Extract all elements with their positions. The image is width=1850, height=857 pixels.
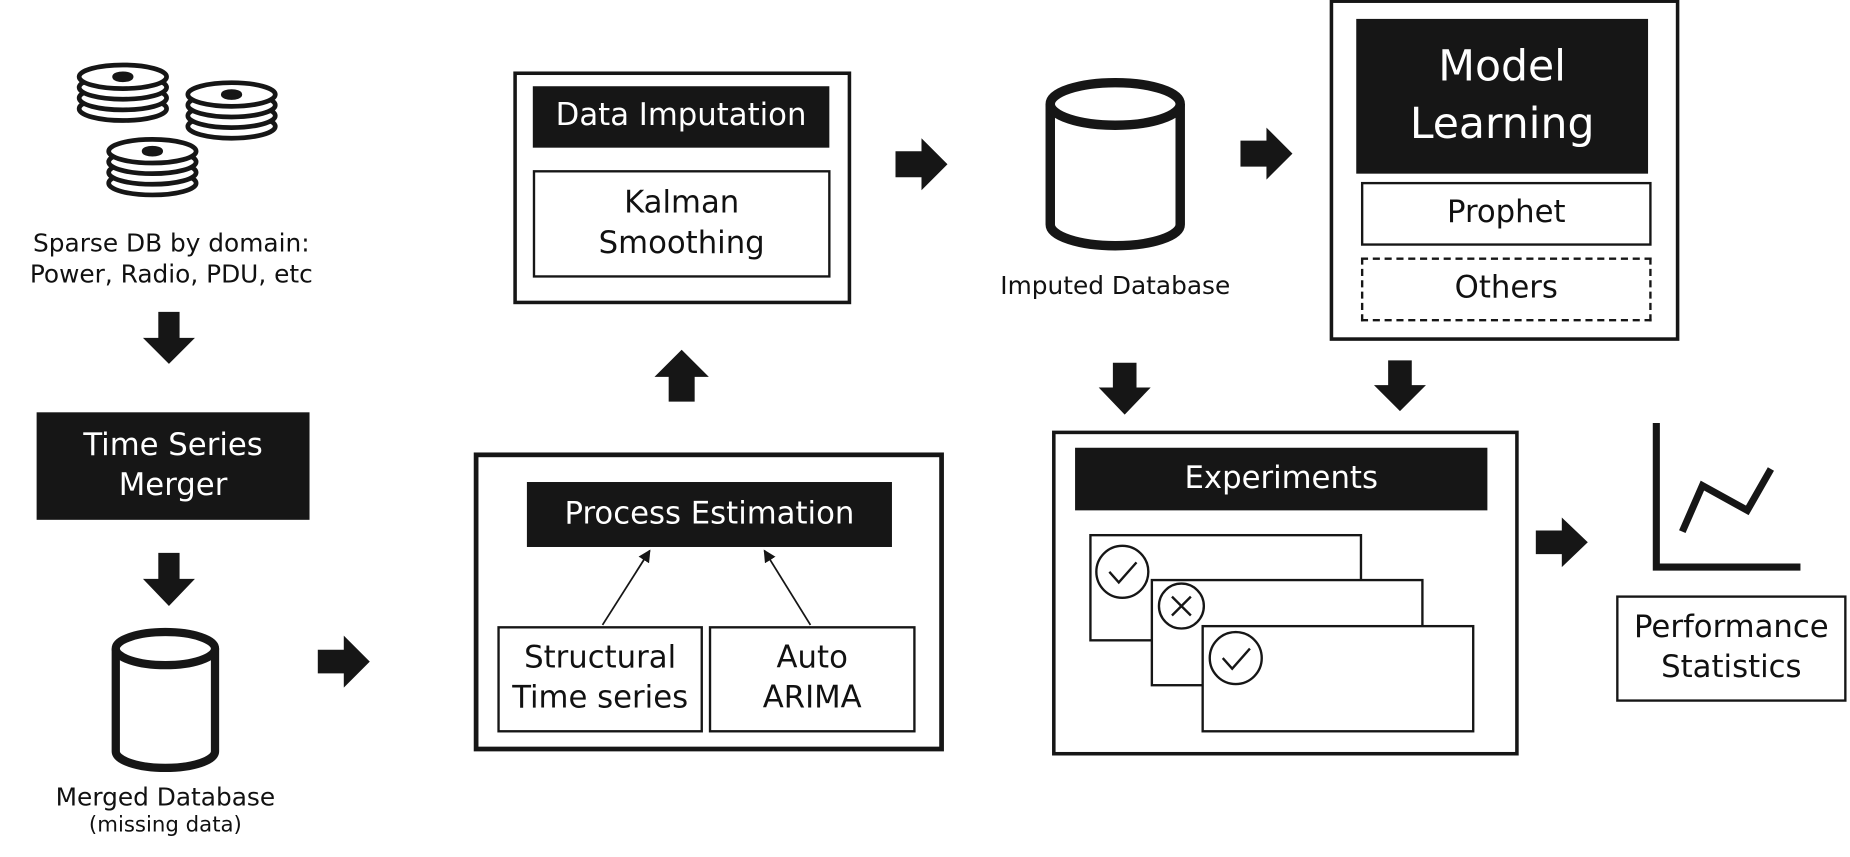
time-series-merger: Time Series Merger bbox=[36, 412, 310, 520]
data-imputation-title: Data Imputation bbox=[532, 86, 830, 148]
auto-arima-box: Auto ARIMA bbox=[708, 626, 916, 733]
arrow-right-icon bbox=[1240, 127, 1293, 180]
check-circle-icon bbox=[1095, 544, 1150, 599]
experiments-title: Experiments bbox=[1075, 447, 1488, 511]
process-estimation-title: Process Estimation bbox=[526, 482, 892, 547]
merged-database-title: Merged Database bbox=[55, 783, 276, 812]
disk-stack-icon bbox=[76, 62, 278, 198]
imputation-frame bbox=[513, 71, 852, 305]
arima-to-estimation-arrow bbox=[763, 549, 812, 626]
imputed-database-label: Imputed Database bbox=[1000, 271, 1231, 301]
arrow-right-icon bbox=[317, 635, 370, 688]
estimation-frame bbox=[473, 452, 944, 752]
imputed-database-icon bbox=[1045, 77, 1185, 251]
arrow-up-icon bbox=[654, 349, 709, 402]
arrow-right-icon bbox=[895, 138, 948, 191]
sparse-db-label: Sparse DB by domain: Power, Radio, PDU, … bbox=[29, 229, 313, 289]
merged-database-icon bbox=[111, 627, 220, 773]
merged-database-label: Merged Database (missing data) bbox=[24, 782, 308, 840]
model-learning-title: Model Learning bbox=[1356, 18, 1649, 174]
check-circle-icon bbox=[1208, 630, 1263, 686]
performance-statistics-box: Performance Statistics bbox=[1616, 595, 1847, 702]
arrow-down-icon bbox=[142, 311, 195, 364]
disk-stack-1 bbox=[76, 62, 169, 123]
arrow-down-icon bbox=[1373, 360, 1426, 412]
others-box: Others bbox=[1360, 257, 1652, 322]
disk-stack-2 bbox=[185, 80, 278, 141]
experiment-cards bbox=[1089, 533, 1475, 733]
disk-stack-3 bbox=[106, 137, 199, 198]
arrow-down-icon bbox=[1098, 362, 1151, 415]
prophet-box: Prophet bbox=[1360, 181, 1652, 246]
merged-database-sublabel: (missing data) bbox=[88, 813, 242, 838]
arrow-down-icon bbox=[142, 552, 195, 607]
experiments-frame bbox=[1052, 430, 1519, 756]
kalman-smoothing-box: Kalman Smoothing bbox=[532, 170, 831, 278]
model-frame bbox=[1329, 0, 1680, 341]
structural-time-series-box: Structural Time series bbox=[497, 626, 703, 733]
arrow-right-icon bbox=[1535, 517, 1588, 568]
line-chart-icon bbox=[1652, 422, 1801, 571]
structural-to-estimation-arrow bbox=[601, 549, 651, 626]
